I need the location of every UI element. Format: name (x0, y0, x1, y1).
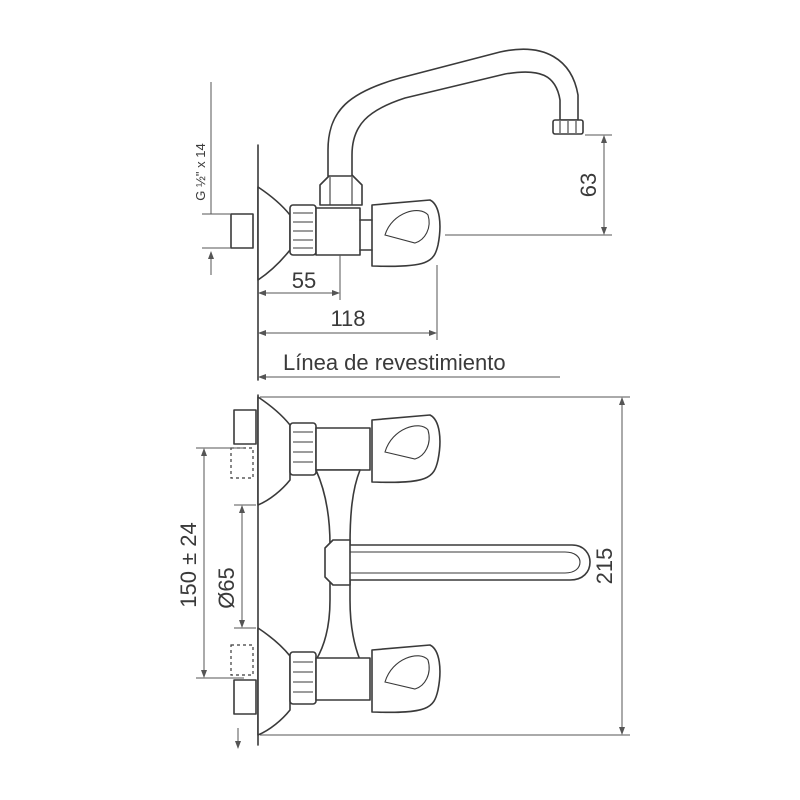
wall-line-label: Línea de revestimiento (283, 350, 506, 375)
dim-65-label: Ø65 (214, 567, 239, 609)
handle-side (371, 199, 441, 268)
dim-215-label: 215 (592, 548, 617, 585)
dim-150-label: 150 ± 24 (176, 522, 201, 607)
inlet-stub (230, 213, 254, 249)
dim-55-label: 55 (292, 268, 316, 293)
handle-upper (371, 414, 441, 484)
spout-side (327, 48, 579, 177)
handle-lower (371, 644, 441, 714)
thread-spec-label: G ½" x 14 (193, 143, 208, 200)
valve-body (315, 207, 361, 256)
hex-nut-upper (289, 422, 317, 476)
spout-front (337, 544, 591, 581)
side-view: G ½" x 14 63 55 118 Línea de revestimien… (193, 48, 612, 381)
escutcheon-upper (257, 396, 291, 506)
dim-118-label: 118 (330, 306, 365, 331)
spout-collar (324, 539, 351, 586)
hex-nut-lower (289, 651, 317, 705)
front-view: 150 ± 24 Ø65 215 (176, 394, 630, 749)
spout-nut (319, 174, 363, 206)
escutcheon-side (257, 186, 291, 281)
escutcheon-lower (257, 627, 291, 736)
dim-63-label: 63 (576, 173, 601, 197)
